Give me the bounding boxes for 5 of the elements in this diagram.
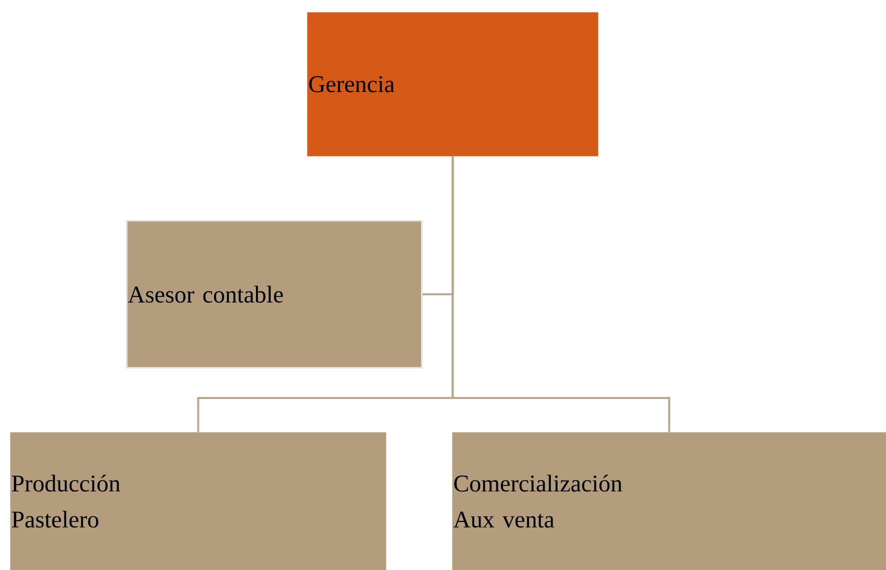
connector-line <box>452 156 670 432</box>
manager-box: Gerencia <box>307 12 598 156</box>
department-box: Producción Pastelero <box>10 432 386 570</box>
advisor-box: Asesor contable <box>126 220 422 368</box>
department-box: Comercialización Aux venta <box>452 432 886 570</box>
